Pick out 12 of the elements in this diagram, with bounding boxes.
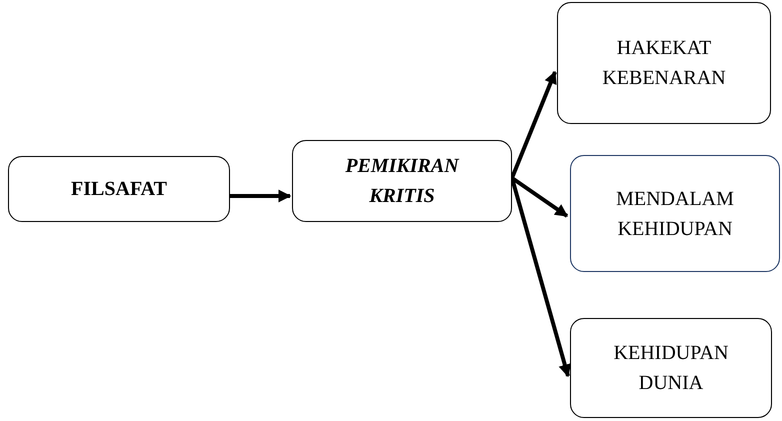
arrow xyxy=(510,70,557,179)
box-label: MENDALAM KEHIDUPAN xyxy=(615,186,735,242)
process-box xyxy=(570,318,772,418)
arrow xyxy=(230,190,292,202)
box-label: FILSAFAT xyxy=(71,177,167,202)
box-label: KEHIDUPAN DUNIA xyxy=(612,341,730,396)
process-box xyxy=(292,140,512,222)
process-box xyxy=(8,156,230,222)
process-box xyxy=(570,155,780,272)
box-label: PEMIKIRAN KRITIS xyxy=(344,154,460,209)
box-label: HAKEKAT KEBENARAN xyxy=(601,36,727,91)
process-box xyxy=(557,2,771,124)
